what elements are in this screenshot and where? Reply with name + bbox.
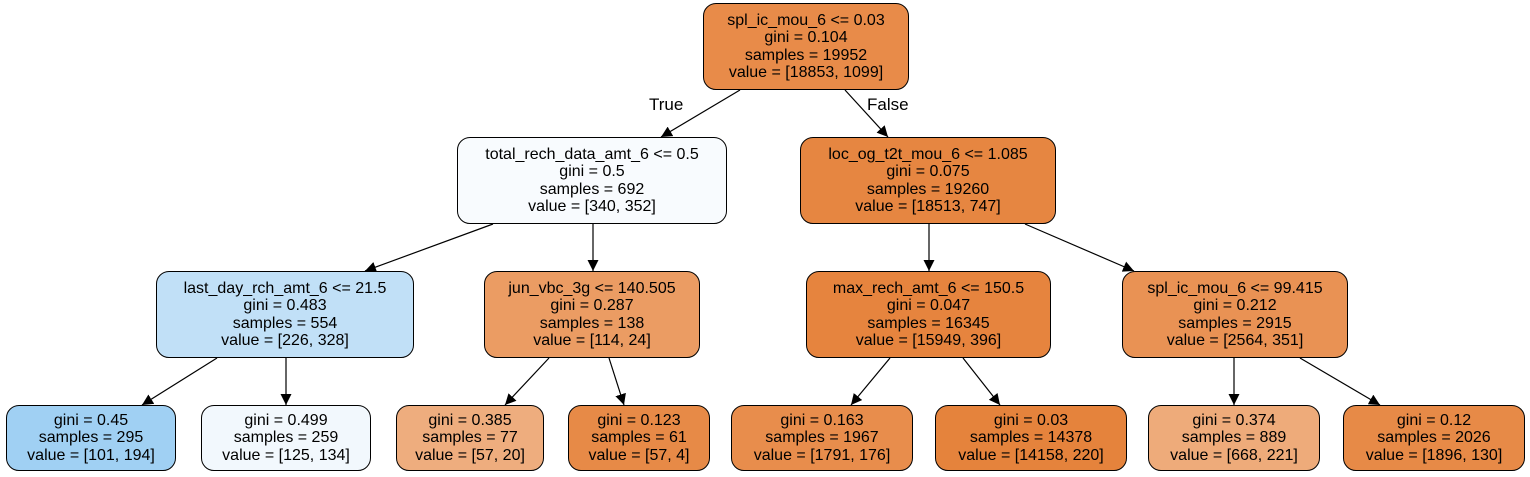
- node-gini: gini = 0.03: [993, 411, 1069, 429]
- node-gini: gini = 0.123: [597, 411, 681, 429]
- tree-node-right: loc_og_t2t_mou_6 <= 1.085 gini = 0.075 s…: [800, 137, 1056, 224]
- node-gini: gini = 0.385: [428, 411, 512, 429]
- node-samples: samples = 692: [539, 180, 645, 198]
- tree-node-right-right: spl_ic_mou_6 <= 99.415 gini = 0.212 samp…: [1122, 271, 1348, 358]
- tree-node-root: spl_ic_mou_6 <= 0.03 gini = 0.104 sample…: [703, 3, 909, 90]
- node-condition: last_day_rch_amt_6 <= 21.5: [183, 279, 387, 297]
- node-gini: gini = 0.483: [243, 297, 327, 314]
- node-samples: samples = 1967: [765, 429, 879, 447]
- node-value: value = [101, 194]: [27, 446, 155, 464]
- node-samples: samples = 2915: [1178, 314, 1292, 332]
- node-condition: total_rech_data_amt_6 <= 0.5: [485, 145, 699, 163]
- edge-n3-n7: [141, 357, 218, 406]
- node-samples: samples = 77: [422, 429, 518, 447]
- tree-leaf: gini = 0.45 samples = 295 value = [101, …: [6, 405, 176, 471]
- tree-leaf: gini = 0.03 samples = 14378 value = [141…: [935, 405, 1127, 471]
- node-gini: gini = 0.104: [764, 29, 848, 46]
- node-condition: spl_ic_mou_6 <= 0.03: [727, 11, 885, 29]
- node-gini: gini = 0.047: [886, 297, 971, 314]
- node-gini: gini = 0.212: [1193, 297, 1277, 314]
- node-gini: gini = 0.499: [244, 411, 328, 429]
- node-value: value = [18513, 747]: [855, 198, 1001, 215]
- node-gini: gini = 0.45: [53, 411, 129, 429]
- node-value: value = [226, 328]: [221, 332, 349, 349]
- edge-n1-n3: [364, 223, 494, 273]
- edge-n2-n6: [1024, 223, 1135, 272]
- tree-node-left: total_rech_data_amt_6 <= 0.5 gini = 0.5 …: [457, 137, 727, 224]
- node-gini: gini = 0.163: [780, 411, 864, 429]
- tree-leaf: gini = 0.123 samples = 61 value = [57, 4…: [568, 405, 710, 471]
- node-value: value = [14158, 220]: [958, 446, 1104, 464]
- edge-label-true: True: [649, 95, 684, 114]
- node-samples: samples = 16345: [867, 314, 990, 332]
- tree-node-right-left: max_rech_amt_6 <= 150.5 gini = 0.047 sam…: [806, 271, 1051, 358]
- node-gini: gini = 0.5: [559, 163, 625, 180]
- tree-leaf: gini = 0.163 samples = 1967 value = [179…: [731, 405, 913, 471]
- node-value: value = [57, 20]: [415, 446, 525, 464]
- tree-leaf: gini = 0.385 samples = 77 value = [57, 2…: [396, 405, 544, 471]
- node-value: value = [125, 134]: [222, 446, 350, 464]
- edge-n6-n14: [1299, 357, 1381, 406]
- node-samples: samples = 2026: [1377, 429, 1491, 447]
- node-samples: samples = 138: [539, 314, 645, 332]
- edge-n0-n1: [660, 89, 741, 138]
- node-samples: samples = 259: [233, 429, 339, 447]
- edge-n5-n12: [962, 357, 1001, 406]
- edge-n4-n9: [504, 357, 550, 406]
- node-gini: gini = 0.12: [1396, 411, 1472, 429]
- tree-node-left-left: last_day_rch_amt_6 <= 21.5 gini = 0.483 …: [156, 271, 414, 358]
- tree-leaf: gini = 0.374 samples = 889 value = [668,…: [1148, 405, 1320, 471]
- node-samples: samples = 889: [1181, 429, 1287, 447]
- node-value: value = [15949, 396]: [855, 332, 1002, 349]
- node-samples: samples = 295: [38, 429, 144, 447]
- node-samples: samples = 554: [232, 314, 338, 332]
- node-value: value = [1791, 176]: [753, 446, 891, 464]
- node-gini: gini = 0.374: [1192, 411, 1276, 429]
- node-samples: samples = 19952: [744, 46, 868, 64]
- node-samples: samples = 14378: [969, 429, 1093, 447]
- node-gini: gini = 0.075: [886, 163, 970, 180]
- node-value: value = [2564, 351]: [1166, 332, 1304, 349]
- node-samples: samples = 19260: [866, 180, 990, 198]
- edge-n0-n2: [844, 89, 889, 138]
- node-gini: gini = 0.287: [550, 297, 634, 314]
- node-condition: max_rech_amt_6 <= 150.5: [832, 279, 1025, 297]
- node-value: value = [114, 24]: [533, 332, 651, 349]
- node-value: value = [340, 352]: [528, 198, 656, 215]
- node-value: value = [57, 4]: [588, 446, 690, 464]
- edge-n5-n11: [850, 357, 891, 406]
- node-value: value = [668, 221]: [1170, 446, 1298, 464]
- node-value: value = [1896, 130]: [1365, 446, 1503, 464]
- tree-leaf: gini = 0.12 samples = 2026 value = [1896…: [1343, 405, 1525, 471]
- node-samples: samples = 61: [591, 429, 687, 447]
- tree-leaf: gini = 0.499 samples = 259 value = [125,…: [201, 405, 371, 471]
- node-condition: loc_og_t2t_mou_6 <= 1.085: [828, 145, 1028, 163]
- node-value: value = [18853, 1099]: [728, 64, 884, 81]
- node-condition: spl_ic_mou_6 <= 99.415: [1147, 279, 1323, 297]
- node-condition: jun_vbc_3g <= 140.505: [508, 279, 676, 297]
- edge-n4-n10: [608, 357, 626, 406]
- edge-label-false: False: [867, 95, 909, 114]
- tree-node-left-right: jun_vbc_3g <= 140.505 gini = 0.287 sampl…: [484, 271, 700, 358]
